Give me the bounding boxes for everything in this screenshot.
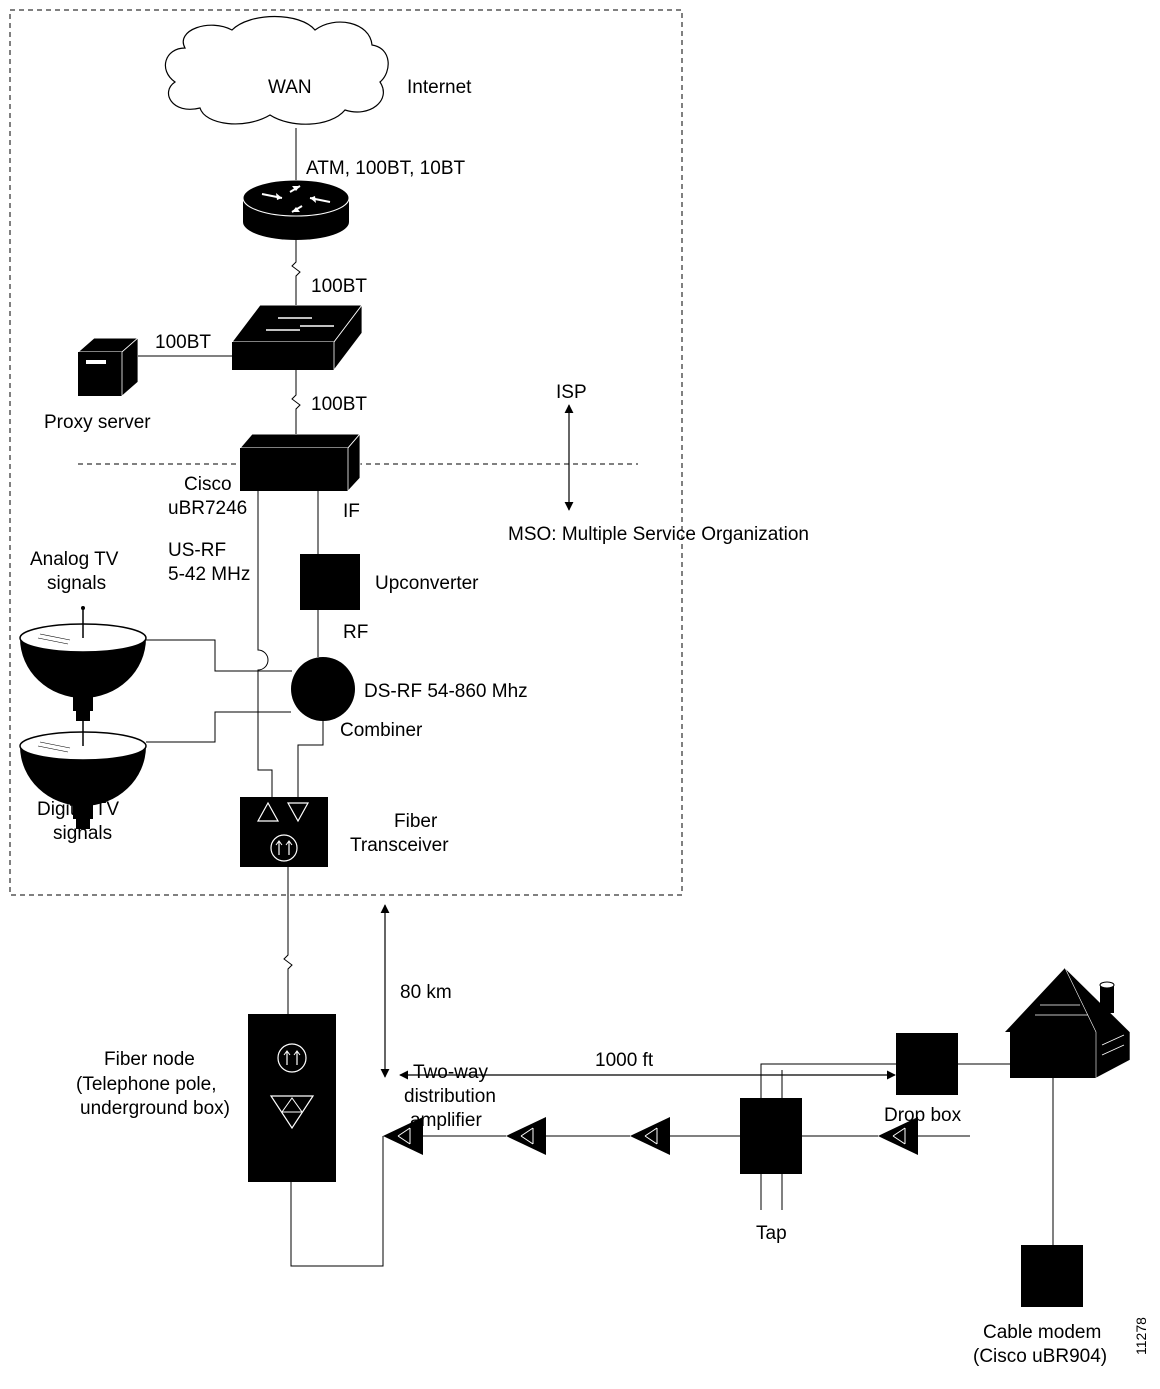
proxy-server-icon [76,337,140,397]
mso-label: MSO: Multiple Service Organization [508,524,809,545]
wan-cloud-icon [164,15,389,125]
amplifier-icon-1 [383,1117,423,1155]
distance-1000ft-label: 1000 ft [595,1050,654,1071]
fiber-node-location-label-2: underground box) [80,1098,230,1119]
transceiver-label: Transceiver [350,835,449,856]
upconverter-label: Upconverter [375,573,479,594]
cmts-icon [238,432,362,493]
cable-modem-model-label: (Cisco uBR904) [973,1346,1107,1367]
internet-label: Internet [407,77,472,98]
us-rf-label: US-RF [168,540,226,561]
analog-tv-signals-label: signals [47,573,106,594]
proxy-link-label: 100BT [155,332,211,353]
analog-satellite-dish-icon [19,606,147,721]
amplifier-label-2: distribution [404,1086,496,1107]
tap-icon [740,1098,802,1174]
combiner-icon [291,657,355,721]
switch-icon [230,303,364,372]
proxy-server-label: Proxy server [44,412,151,433]
fiber-node-label: Fiber node [104,1049,195,1070]
amplifier-label: Two-way [413,1062,488,1083]
rf-label: RF [343,622,368,643]
headend-boundary [9,9,683,896]
amplifier-icon-3 [630,1117,670,1155]
router-link-label: 100BT [311,276,367,297]
house-icon [1005,967,1131,1079]
fiber-label: Fiber [394,811,438,832]
if-label: IF [343,501,360,522]
fiber-transceiver-icon [240,797,328,867]
cable-modem-icon [1021,1245,1083,1307]
fiber-node-location-label: (Telephone pole, [76,1074,217,1095]
amplifier-icon-2 [506,1117,546,1155]
figure-id-label: 11278 [1133,1317,1149,1355]
us-rf-freq-label: 5-42 MHz [168,564,250,585]
digital-tv-label: Digital TV [37,799,119,820]
drop-box-icon [896,1033,958,1095]
drop-box-label: Drop box [884,1105,962,1126]
isp-label: ISP [556,382,587,403]
cmts-link-label: 100BT [311,394,367,415]
wan-label: WAN [268,77,312,98]
fiber-node-icon [248,1014,336,1182]
ds-rf-label: DS-RF 54-860 Mhz [364,681,528,702]
analog-tv-label: Analog TV [30,549,119,570]
amplifier-label-3: amplifier [410,1110,482,1131]
amplifier-icon-4 [878,1117,918,1155]
ubr7246-label: uBR7246 [168,498,247,519]
cisco-label: Cisco [184,474,232,495]
digital-satellite-dish-icon [19,714,147,829]
cable-modem-label: Cable modem [983,1322,1101,1343]
connection-lines [138,128,1054,1267]
tap-label: Tap [756,1223,787,1244]
digital-tv-signals-label: signals [53,823,112,844]
distance-80km-label: 80 km [400,982,452,1003]
atm-link-label: ATM, 100BT, 10BT [306,158,465,179]
combiner-label: Combiner [340,720,423,741]
upconverter-icon [300,554,360,610]
router-icon [242,179,350,240]
